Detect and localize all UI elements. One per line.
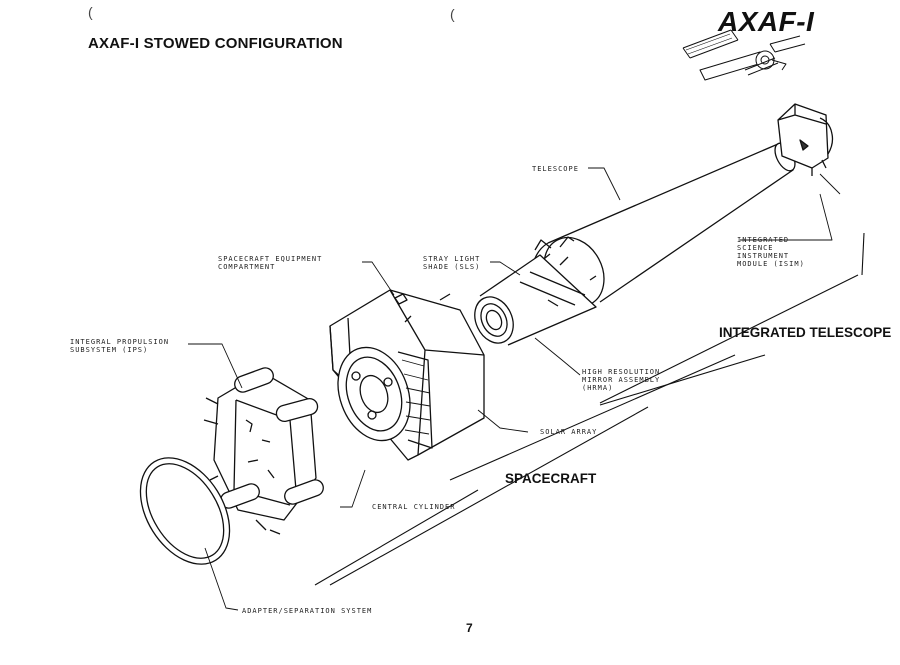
leader-lines [188,167,841,611]
label-solar-array: SOLAR ARRAY [540,428,598,436]
bracket-lines [314,232,865,586]
page-title: AXAF-I STOWED CONFIGURATION [88,35,343,52]
label-spacecraft: SPACECRAFT [505,471,597,486]
propulsion-subsystem [203,367,324,535]
label-integrated-telescope: INTEGRATED TELESCOPE [719,325,892,340]
label-stray-light-shade: STRAY LIGHT SHADE (SLS) [423,255,481,271]
page-number: 7 [466,621,473,635]
isim-module [777,103,834,176]
adapter-ring [139,457,231,565]
label-hrma: HIGH RESOLUTION MIRROR ASSEMBLY (HRMA) [582,368,661,392]
corner-mark: ( [88,4,93,20]
spacecraft-icon [682,29,806,81]
axaf-logo: AXAF-I [718,6,815,37]
label-isim: INTEGRATED SCIENCE INSTRUMENT MODULE (IS… [737,236,805,268]
label-telescope: TELESCOPE [532,165,579,173]
label-propulsion: INTEGRAL PROPULSION SUBSYSTEM (IPS) [70,338,170,354]
label-equipment-compartment: SPACECRAFT EQUIPMENT COMPARTMENT [218,255,323,271]
corner-mark: ( [450,6,455,22]
label-adapter: ADAPTER/SEPARATION SYSTEM [242,607,373,615]
hrma-cylinder [474,239,597,346]
label-central-cylinder: CENTRAL CYLINDER [372,503,456,511]
equipment-compartment [329,289,485,461]
